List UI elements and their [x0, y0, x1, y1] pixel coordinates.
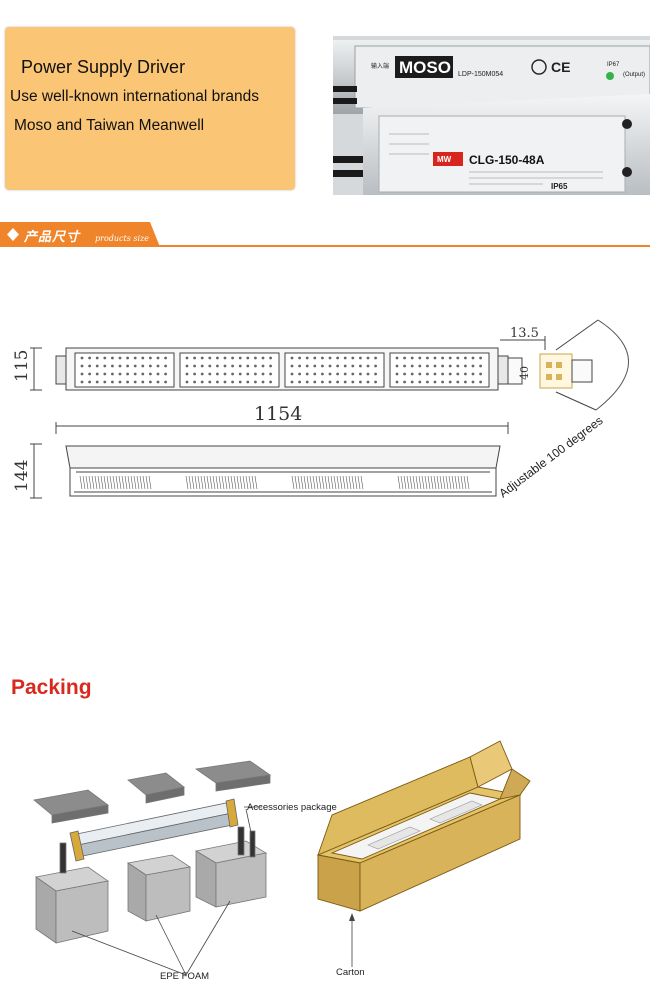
ccc-mark-icon	[531, 59, 547, 75]
packing-title: Packing	[11, 676, 92, 699]
moso-input-label: 输入端	[371, 62, 389, 70]
moso-output-label: (Output)	[623, 72, 645, 78]
meanwell-logo-icon	[433, 152, 463, 166]
luminaire-side-view	[65, 445, 501, 469]
label-carton: Carton	[336, 967, 365, 978]
epe-foam-block	[145, 866, 191, 922]
dimension-drawing: 115 1154 144	[0, 300, 650, 510]
carton-box	[317, 854, 361, 912]
label-epe-foam: EPE FOAM	[160, 971, 209, 982]
adjust-screw-icon	[622, 167, 632, 177]
dim-width-total: 1154	[254, 403, 302, 425]
bracket-led-icon	[546, 362, 562, 380]
feature-line-makers: Moso and Taiwan Meanwell	[14, 117, 205, 134]
dimension-drawing-svg: 115 1154 144	[12, 319, 629, 500]
header-title-cn: 产品尺寸	[24, 230, 81, 245]
packing-illustration: Accessories package EPE FOAM Carton	[0, 735, 650, 995]
header-rule	[140, 245, 650, 247]
feature-title: Power Supply Driver	[21, 57, 186, 77]
dim-bracket-offset: 13.5	[510, 326, 539, 341]
header-tab	[0, 222, 160, 247]
driver-photo: MOSO LDP-150M054 输入端 IP67 (Output) CE MW…	[333, 36, 650, 195]
feature-line-brands: Use well-known international brands	[10, 88, 259, 105]
dim-height-front: 115	[12, 350, 32, 382]
moso-brand: MOSO	[399, 58, 451, 77]
packing-illustration-svg: Accessories package EPE FOAM Carton	[33, 740, 531, 982]
meanwell-ip-rating: IP65	[551, 182, 568, 191]
header-title-en: products size	[95, 234, 149, 243]
heatsink-fins	[79, 475, 470, 490]
status-led-icon	[606, 72, 614, 80]
adjustable-angle-note: Adjustable 100 degrees	[496, 413, 605, 500]
moso-ce-mark: CE	[551, 59, 570, 75]
dim-height-side: 144	[12, 460, 32, 492]
epe-foam-block	[215, 852, 267, 908]
section-header-product-size: 产品尺寸 products size	[0, 222, 650, 248]
dim-bracket-width: 40	[518, 366, 531, 380]
meanwell-model: CLG-150-48A	[469, 153, 545, 167]
moso-ip-rating: IP67	[607, 62, 620, 68]
accessory-bracket-icon	[59, 842, 67, 874]
driver-photo-illustration: MOSO LDP-150M054 输入端 IP67 (Output) CE MW…	[333, 36, 650, 195]
diamond-icon	[7, 228, 19, 241]
label-accessories-package: Accessories package	[247, 802, 337, 813]
svg-text:MW: MW	[437, 155, 452, 164]
adjust-screw-icon	[622, 119, 632, 129]
moso-logo-box	[395, 56, 453, 78]
feature-card: Power Supply Driver Use well-known inter…	[5, 27, 295, 190]
moso-model: LDP-150M054	[458, 71, 503, 78]
led-chips	[80, 356, 482, 384]
epe-foam-block	[55, 880, 109, 944]
